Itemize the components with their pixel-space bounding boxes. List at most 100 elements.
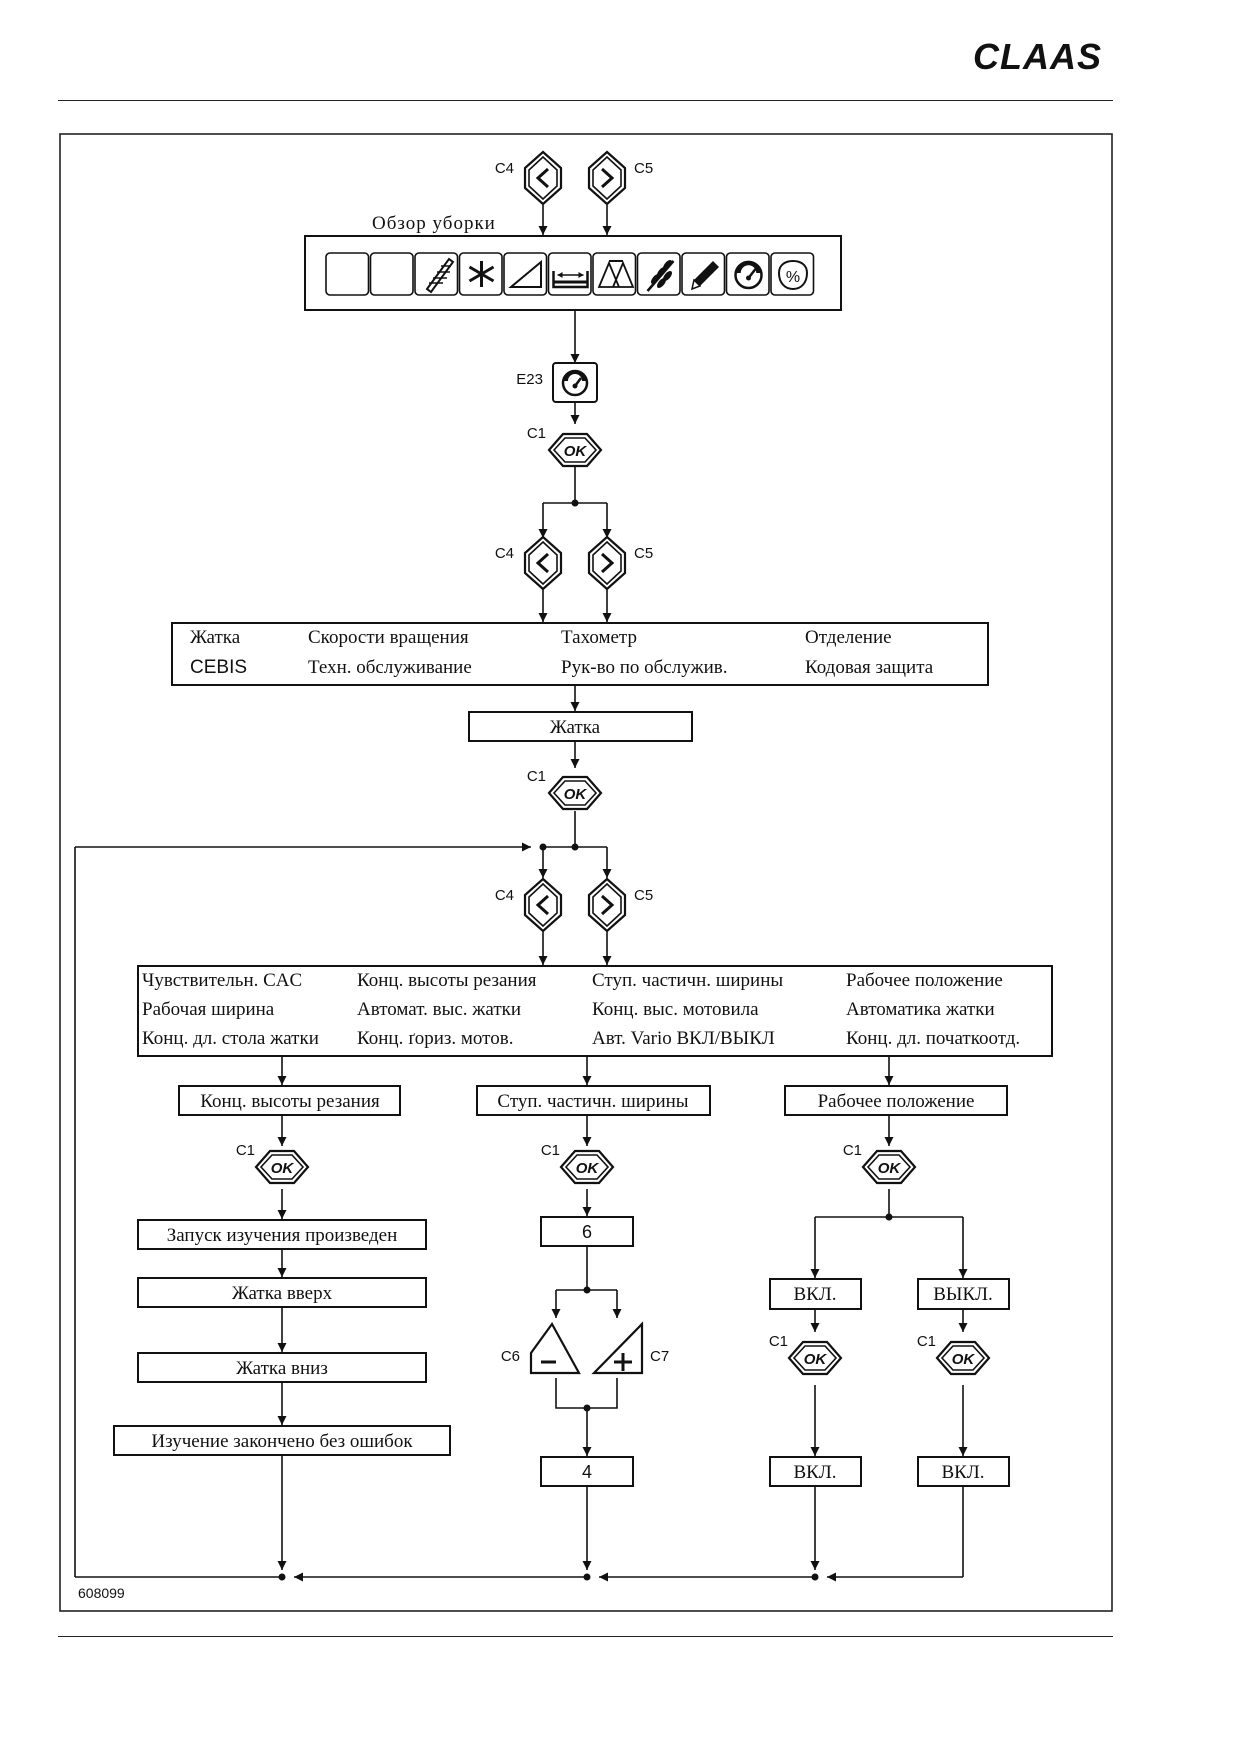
c1-label: C1 [843,1142,862,1159]
loss-percent-icon: % [770,252,815,296]
submenu-item[interactable]: Конц. высоты резания [357,970,537,991]
overview-label: Обзор уборки [372,213,496,234]
junction-dots [278,499,893,1581]
step-box [137,1352,427,1383]
ok-button[interactable]: OK [787,1340,843,1376]
chevron-left-icon [535,894,550,916]
step-header-down: Жатка вниз [236,1358,328,1379]
option-off[interactable]: ВЫКЛ. [933,1284,993,1305]
c4-label: C4 [495,160,514,177]
width-measure-icon [547,252,592,296]
value-box [540,1456,634,1487]
submenu-item[interactable]: Ступ. частичн. ширины [592,970,783,991]
c7-plus-button[interactable] [591,1321,644,1375]
submenu-item[interactable]: Конц. дл. стола жатки [142,1028,319,1049]
c5-right-button[interactable] [587,150,627,206]
weighing-icon [592,252,637,296]
header-submenu-items: Чувствительн. CAC Конц. высоты резания С… [142,970,1020,1049]
value-box [540,1216,634,1247]
step-box [113,1425,451,1456]
tachometer-icon [561,369,589,397]
c5-label: C5 [634,545,653,562]
c5-right-button[interactable] [587,535,627,591]
submenu-item[interactable]: Автоматика жатки [846,999,995,1020]
submenu-item[interactable]: Конц. выс. мотовила [592,999,759,1020]
submenu-item[interactable]: Конц. ґориз. мотов. [357,1028,513,1049]
ok-button[interactable]: OK [547,775,603,811]
ok-button[interactable]: OK [935,1340,991,1376]
ok-label: OK [878,1160,902,1177]
menu-item-maintenance[interactable]: Техн. обслуживание [308,657,472,678]
result-box [769,1456,862,1487]
submenu-item[interactable]: Конц. дл. початкоотд. [846,1028,1020,1049]
svg-text:CLAAS: CLAAS [973,36,1102,76]
option-on-box [769,1278,862,1310]
submenu-item[interactable]: Чувствительн. CAC [142,970,302,991]
branch-middle-title-box [476,1085,711,1116]
option-off-box [917,1278,1010,1310]
header-rule [58,100,1113,101]
c6-label: C6 [501,1348,520,1365]
c5-label: C5 [634,160,653,177]
ok-label: OK [564,786,588,803]
c5-label: C5 [634,887,653,904]
chevron-right-icon [600,167,615,189]
step-box [137,1277,427,1308]
chevron-left-icon [535,167,550,189]
chevron-left-icon [535,552,550,574]
c1-label: C1 [236,1142,255,1159]
step-box [137,1219,427,1250]
ok-label: OK [271,1160,295,1177]
ok-label: OK [564,443,588,460]
menu-item-header[interactable]: Жатка [190,627,241,648]
fan-icon [458,252,503,296]
menu-item-cebis[interactable]: CEBIS [190,657,247,678]
submenu-item[interactable]: Рабочее положение [846,970,1003,991]
svg-text:%: % [786,269,800,286]
footer-rule [58,1636,1113,1637]
option-on[interactable]: ВКЛ. [794,1284,837,1305]
ok-label: OK [804,1351,828,1368]
e23-tachometer-button[interactable] [552,362,598,403]
submenu-item[interactable]: Автомат. выс. жатки [357,999,521,1020]
header-icon [414,252,459,296]
step-learning-completed: Изучение закончено без ошибок [151,1431,413,1452]
result-box [917,1456,1010,1487]
branch-right-title: Рабочее положение [818,1091,975,1112]
ok-button[interactable]: OK [547,432,603,468]
blank-slot [325,252,370,296]
pencil-icon [681,252,726,296]
header-submenu-box [137,965,1053,1057]
ok-button[interactable]: OK [861,1149,917,1185]
c4-left-button[interactable] [523,877,563,933]
submenu-item[interactable]: Авт. Vario ВКЛ/ВЫКЛ [592,1028,775,1049]
step-learning-started: Запуск изучения произведен [167,1225,398,1246]
c5-right-button[interactable] [587,877,627,933]
menu-item-code-protection[interactable]: Кодовая защита [805,657,934,678]
ok-label: OK [576,1160,600,1177]
c1-label: C1 [769,1333,788,1350]
c4-label: C4 [495,545,514,562]
menu-item-separation[interactable]: Отделение [805,627,892,648]
value-before: 6 [582,1222,592,1242]
result-left: ВКЛ. [794,1462,837,1483]
branch-left-title-box [178,1085,401,1116]
ok-button[interactable]: OK [559,1149,615,1185]
main-menu-box [171,622,989,686]
overview-icon-bar: % [325,252,815,296]
submenu-item[interactable]: Рабочая ширина [142,999,275,1020]
main-menu-items: Жатка Скорости вращения Тахометр Отделен… [190,627,934,678]
c4-left-button[interactable] [523,150,563,206]
c6-minus-button[interactable] [529,1321,581,1375]
blank-slot [369,252,414,296]
diagram-frame [59,133,1113,1612]
menu-item-speeds[interactable]: Скорости вращения [308,627,469,648]
menu-item-tachometer[interactable]: Тахометр [561,627,637,648]
value-after: 4 [582,1462,592,1482]
c4-left-button[interactable] [523,535,563,591]
branch-right-title-box [784,1085,1008,1116]
tachometer-icon [725,252,770,296]
ok-button[interactable]: OK [254,1149,310,1185]
menu-item-service-manual[interactable]: Рук-во по обслужив. [561,657,727,678]
